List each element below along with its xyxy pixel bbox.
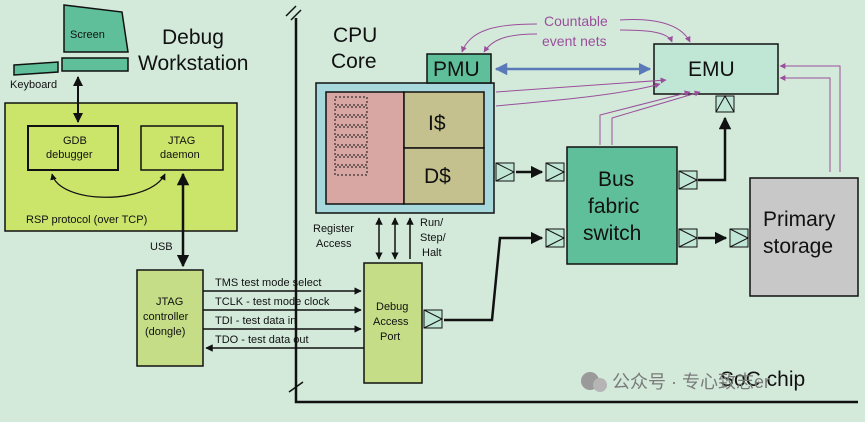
emu-box bbox=[653, 43, 779, 95]
usb-label: USB bbox=[150, 241, 173, 253]
signal-tdi: TDI - test data in bbox=[215, 315, 296, 327]
bus-port-1 bbox=[545, 162, 566, 182]
rsp-arrow bbox=[50, 173, 166, 198]
boundary-break-bottom bbox=[288, 381, 304, 393]
storage-line1: Primary bbox=[763, 208, 836, 231]
dap-line1: Debug bbox=[376, 301, 408, 313]
primary-storage-box bbox=[749, 177, 859, 297]
gdb-debugger-box bbox=[27, 125, 119, 171]
storage-line2: storage bbox=[763, 235, 833, 258]
bus-out-port-2 bbox=[678, 228, 699, 248]
jtag-daemon-label-line1: JTAG bbox=[168, 135, 195, 147]
bus-port-2 bbox=[545, 228, 566, 248]
pmu-box bbox=[426, 53, 492, 84]
jtag-controller-box bbox=[136, 269, 204, 367]
signal-tms: TMS test mode select bbox=[215, 277, 321, 289]
bus-line1: Bus bbox=[598, 168, 634, 191]
bus-fabric-switch-box bbox=[566, 146, 678, 265]
dap-line2: Access bbox=[373, 316, 409, 328]
countable-line1: Countable bbox=[544, 13, 608, 29]
bus-line3: switch bbox=[583, 222, 641, 245]
event-net-arrows bbox=[461, 19, 841, 172]
jtag-controller-line3: (dongle) bbox=[145, 326, 185, 338]
halt-line: Halt bbox=[422, 247, 442, 259]
register-file bbox=[325, 91, 405, 205]
jtag-daemon-label-line2: daemon bbox=[160, 149, 200, 161]
rsp-label: RSP protocol (over TCP) bbox=[26, 214, 147, 226]
register-access-line2: Access bbox=[316, 238, 352, 250]
dap-line3: Port bbox=[380, 331, 400, 343]
dcache-label: D$ bbox=[424, 165, 451, 188]
cpu-port bbox=[495, 162, 516, 182]
countable-line2: event nets bbox=[542, 33, 607, 49]
pmu-label: PMU bbox=[433, 58, 480, 81]
icache-box bbox=[403, 91, 485, 149]
keyboard-label: Keyboard bbox=[10, 79, 57, 91]
debug-access-port-box bbox=[363, 262, 423, 384]
cpu-title-line2: Core bbox=[331, 50, 377, 73]
emu-port bbox=[715, 94, 735, 113]
bus-line2: fabric bbox=[588, 195, 639, 218]
monitor-icon bbox=[61, 4, 129, 72]
soc-label: SoC chip bbox=[720, 368, 805, 391]
bus-emu-arrow bbox=[698, 116, 732, 182]
boundary-break-top bbox=[285, 5, 302, 21]
register-cells bbox=[334, 96, 368, 176]
dap-port bbox=[423, 309, 444, 329]
signal-tdo: TDO - test data out bbox=[215, 334, 309, 346]
jtag-controller-line1: JTAG bbox=[156, 296, 183, 308]
jtag-daemon-box bbox=[140, 125, 224, 171]
dap-bus-arrow bbox=[444, 231, 544, 322]
wechat-icon-2 bbox=[593, 378, 607, 392]
register-access-line1: Register bbox=[313, 223, 354, 235]
step-line: Step/ bbox=[420, 232, 447, 244]
icache-label: I$ bbox=[428, 112, 446, 135]
screen-label: Screen bbox=[70, 29, 105, 41]
dcache-box bbox=[403, 147, 485, 205]
bus-out-port-1 bbox=[678, 170, 699, 190]
soc-boundary bbox=[294, 18, 858, 404]
storage-port bbox=[729, 228, 750, 248]
gdb-label-line1: GDB bbox=[63, 135, 87, 147]
signal-tclk: TCLK - test mode clock bbox=[215, 296, 330, 308]
emu-label: EMU bbox=[688, 58, 735, 81]
gdb-label-line2: debugger bbox=[46, 149, 93, 161]
jtag-controller-line2: controller bbox=[143, 311, 189, 323]
workstation-title-line1: Debug bbox=[162, 26, 224, 49]
cpu-title-line1: CPU bbox=[333, 24, 377, 47]
watermark: 公众号 · 专心致志er bbox=[581, 372, 770, 392]
run-line: Run/ bbox=[420, 217, 444, 229]
workstation-title-line2: Workstation bbox=[138, 52, 249, 75]
watermark-text: 公众号 · 专心致志er bbox=[612, 372, 770, 392]
keyboard-icon bbox=[13, 61, 59, 76]
